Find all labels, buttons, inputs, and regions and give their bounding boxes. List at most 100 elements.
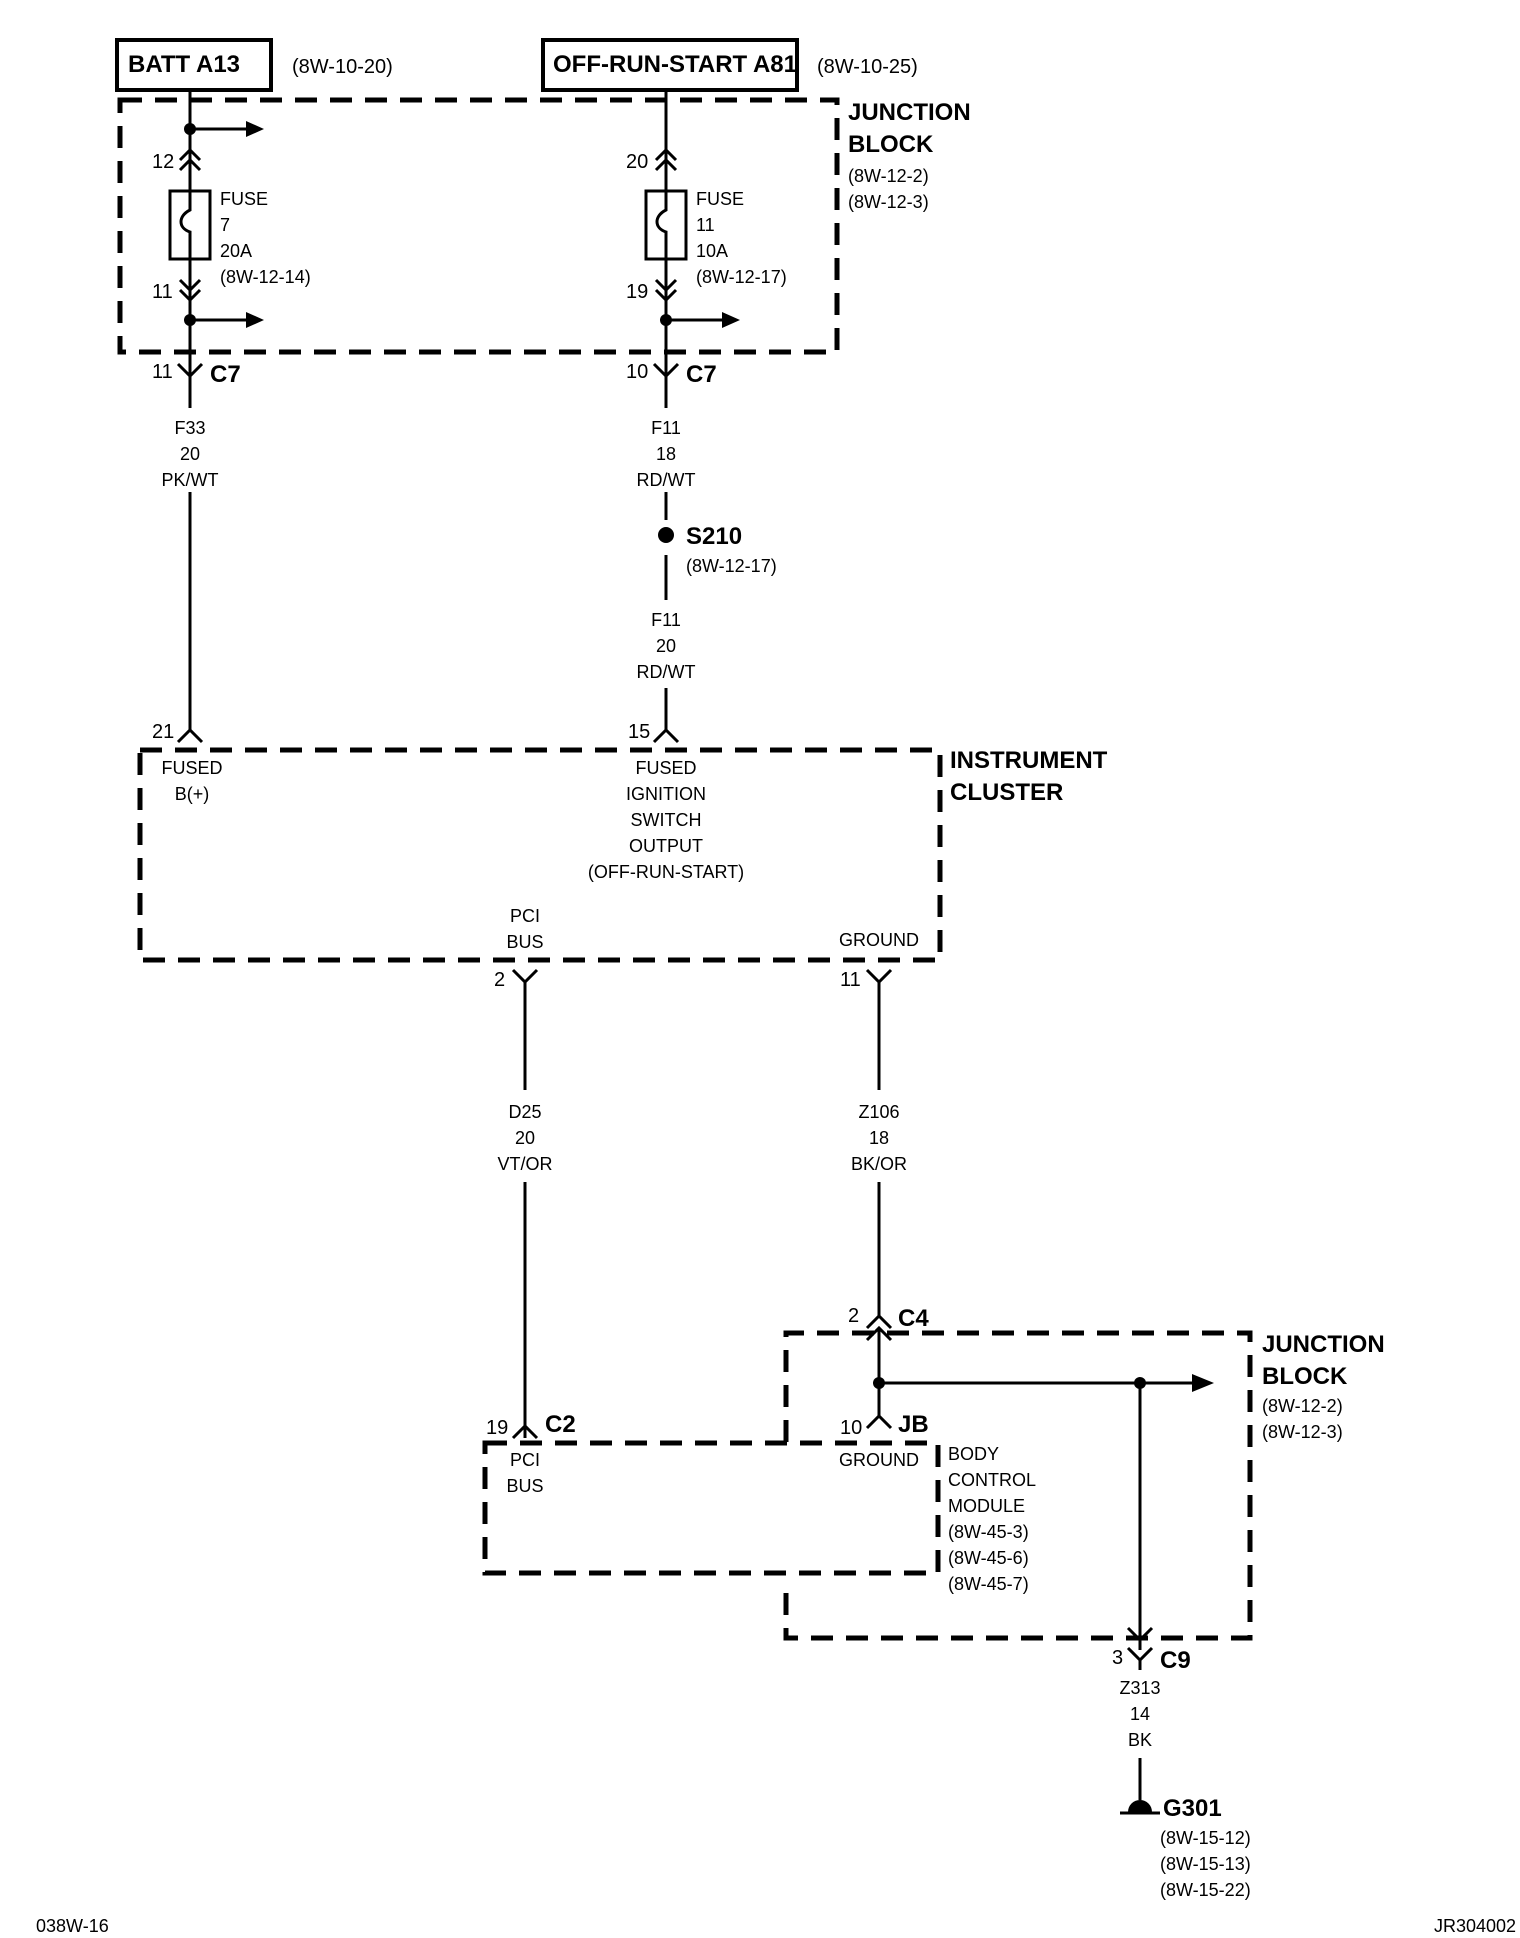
continues-arrow-icon: [246, 121, 264, 137]
c7-right-connector-icon: [652, 362, 680, 379]
junction-block-top-ref1: (8W-12-2): [848, 166, 929, 186]
fuse-7-l3: 20A: [220, 241, 252, 261]
footer-right-code: JR304002: [1434, 1916, 1516, 1936]
cluster-pin-21-connector-icon: [176, 727, 204, 744]
bcm-jb-connector-icon: [865, 1413, 893, 1430]
bcm-title2: CONTROL: [948, 1470, 1036, 1490]
wire-f11b-code: F11: [651, 610, 681, 630]
bcm-conn-pci: C2: [545, 1411, 576, 1438]
cluster-pin-pci: 2: [494, 969, 505, 991]
ign-source-ref: (8W-10-25): [817, 56, 918, 78]
wire-f33-gauge: 20: [180, 444, 200, 464]
bcm-c2-connector-icon: [511, 1423, 539, 1440]
splice-s210-dot: [658, 527, 674, 543]
bcm-pin-gnd: 10: [840, 1417, 862, 1439]
cluster-ign-l4: OUTPUT: [629, 836, 703, 856]
cluster-b-l2: B(+): [175, 784, 210, 804]
wire-f11a-code: F11: [651, 418, 681, 438]
fuse-11-out-pin: 19: [626, 281, 648, 303]
junction-block-top-title2: BLOCK: [848, 131, 934, 158]
wire-f11a-gauge: 18: [656, 444, 676, 464]
c7-right-pin: 10: [626, 361, 648, 383]
fuse-11-l3: 10A: [696, 241, 728, 261]
cluster-title1: INSTRUMENT: [950, 747, 1108, 774]
batt-source-label: BATT A13: [128, 51, 240, 78]
bcm-ref2: (8W-45-6): [948, 1548, 1029, 1568]
wire-z313-color: BK: [1128, 1730, 1152, 1750]
wire-f11a-color: RD/WT: [637, 470, 696, 490]
bcm-title1: BODY: [948, 1444, 999, 1464]
junction-block-bottom-ref2: (8W-12-3): [1262, 1422, 1343, 1442]
ign-source-box: [541, 38, 799, 92]
continues-arrow-icon: [722, 312, 740, 328]
fuse-7-out-pin: 11: [152, 281, 173, 303]
junction-block-top-title1: JUNCTION: [848, 99, 971, 126]
cluster-pci-l2: BUS: [506, 932, 543, 952]
wire-z106-code: Z106: [858, 1102, 899, 1122]
c9-name: C9: [1160, 1647, 1191, 1674]
ground-name: G301: [1163, 1795, 1222, 1822]
wire-f11b-color: RD/WT: [637, 662, 696, 682]
cluster-ign-l3: SWITCH: [631, 810, 702, 830]
ign-source-label: OFF-RUN-START A81: [553, 51, 797, 78]
fuse-7-l4: (8W-12-14): [220, 267, 311, 287]
ground-symbol-icon: [1120, 1800, 1160, 1815]
bcm-pci-l1: PCI: [510, 1450, 540, 1470]
bcm-ref1: (8W-45-3): [948, 1522, 1029, 1542]
wire-d25-gauge: 20: [515, 1128, 535, 1148]
ground-ref2: (8W-15-13): [1160, 1854, 1251, 1874]
bcm-pin-pci: 19: [486, 1417, 508, 1439]
junction-block-bottom-title2: BLOCK: [1262, 1363, 1348, 1390]
c7-left-pin: 11: [152, 361, 173, 383]
fuse-11-in-pin: 20: [626, 151, 648, 173]
batt-source-box: [115, 38, 273, 92]
cluster-pin-15-connector-icon: [652, 727, 680, 744]
cluster-pci-l1: PCI: [510, 906, 540, 926]
wire-z106-color: BK/OR: [851, 1154, 907, 1174]
fuse-11-l4: (8W-12-17): [696, 267, 787, 287]
ground-ref1: (8W-15-12): [1160, 1828, 1251, 1848]
cluster-ign-l2: IGNITION: [626, 784, 706, 804]
bcm-conn-gnd: JB: [898, 1411, 929, 1438]
fuse-11-l1: FUSE: [696, 189, 744, 209]
cluster-pin-b: 21: [152, 721, 174, 743]
cluster-pin-2-connector-icon: [511, 968, 539, 985]
ground-ref3: (8W-15-22): [1160, 1880, 1251, 1900]
wire-f11b-gauge: 20: [656, 636, 676, 656]
cluster-pin-gnd: 11: [840, 969, 861, 991]
cluster-title2: CLUSTER: [950, 779, 1063, 806]
bcm-ref3: (8W-45-7): [948, 1574, 1029, 1594]
wire-z313-code: Z313: [1119, 1678, 1160, 1698]
c7-left-connector-icon: [176, 362, 204, 379]
batt-source-ref: (8W-10-20): [292, 56, 393, 78]
junction-block-top-outline: [117, 97, 840, 355]
c7-right-name: C7: [686, 361, 717, 388]
wire-f33-color: PK/WT: [162, 470, 219, 490]
instrument-cluster-outline: [137, 747, 943, 963]
cluster-b-l1: FUSED: [161, 758, 222, 778]
c4-name: C4: [898, 1305, 929, 1332]
junction-block-bottom-outline: [783, 1330, 1253, 1641]
c4-connector-icon: [865, 1313, 893, 1330]
fuse-7-in-pin: 12: [152, 151, 174, 173]
bcm-title3: MODULE: [948, 1496, 1025, 1516]
splice-s210-name: S210: [686, 523, 742, 550]
fuse-7-l1: FUSE: [220, 189, 268, 209]
bcm-pci-l2: BUS: [506, 1476, 543, 1496]
wire-z313-gauge: 14: [1130, 1704, 1150, 1724]
c7-left-name: C7: [210, 361, 241, 388]
cluster-ign-l5: (OFF-RUN-START): [588, 862, 744, 882]
c4-pin: 2: [848, 1305, 859, 1327]
fuse-11-l2: 11: [696, 215, 715, 235]
continues-arrow-icon: [246, 312, 264, 328]
continues-arrow-icon: [1192, 1374, 1214, 1392]
wire-d25-color: VT/OR: [497, 1154, 552, 1174]
fuse-7-l2: 7: [220, 215, 230, 235]
junction-block-bottom-title1: JUNCTION: [1262, 1331, 1385, 1358]
bcm-outline: [482, 1440, 941, 1576]
splice-s210-ref: (8W-12-17): [686, 556, 777, 576]
c9-pin: 3: [1112, 1647, 1123, 1669]
cluster-pin-11-connector-icon: [865, 968, 893, 985]
cluster-pin-ign: 15: [628, 721, 650, 743]
